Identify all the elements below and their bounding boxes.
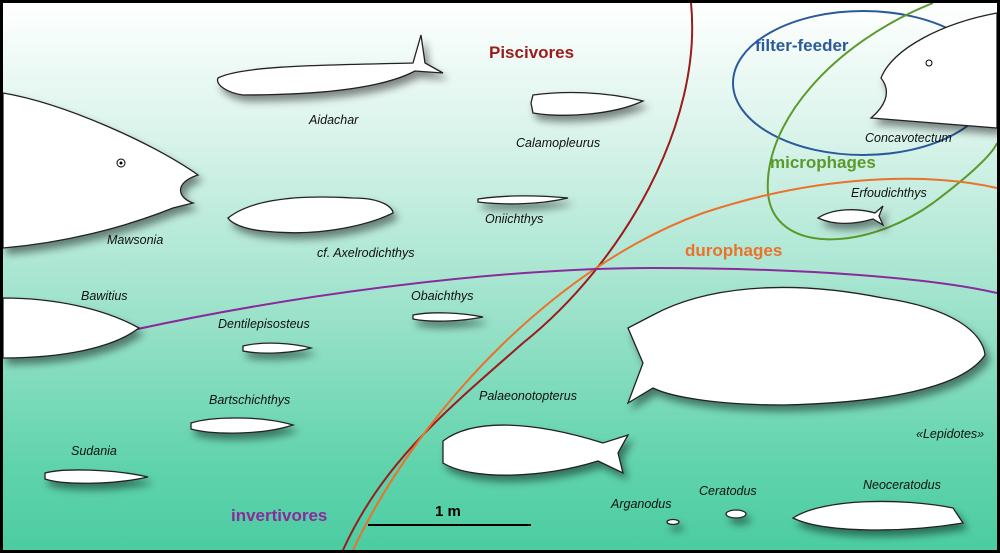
palaeonotopterus-fish xyxy=(442,424,630,476)
taxon-label: Concavotectum xyxy=(865,131,952,145)
group-label-filter-feeder: filter-feeder xyxy=(755,36,849,55)
durophages-boundary xyxy=(352,177,997,550)
obaichthys-fish xyxy=(412,312,484,322)
aidachar-fish xyxy=(216,34,444,96)
taxon-label: Aidachar xyxy=(309,113,359,127)
piscivores-boundary xyxy=(342,3,694,550)
mawsonia-fish xyxy=(3,92,200,249)
ceratodus-fish xyxy=(725,509,747,519)
taxon-label: «Lepidotes» xyxy=(916,427,985,441)
group-label-microphages: microphages xyxy=(770,153,876,172)
group-label-durophages: durophages xyxy=(685,241,783,260)
concavotectum-fish xyxy=(869,12,997,129)
erfoudichthys-fish xyxy=(816,205,885,227)
microphages-boundary xyxy=(766,3,997,241)
diagram-drawing xyxy=(3,3,997,550)
arganodus-fish xyxy=(666,518,680,526)
calamopleurus-fish xyxy=(530,91,645,116)
taxon-label: Mawsonia xyxy=(107,233,164,247)
group-label-piscivores: Piscivores xyxy=(489,43,575,62)
dentilepisosteus-fish xyxy=(242,342,314,354)
taxon-label: Sudania xyxy=(71,444,117,458)
invertivores-boundary xyxy=(132,266,997,331)
taxon-label: Oniichthys xyxy=(485,212,544,226)
taxon-label: Bartschichthys xyxy=(209,393,291,407)
neoceratodus-fish xyxy=(791,500,965,531)
taxon-label: Arganodus xyxy=(611,497,672,511)
axelrodichthys-fish xyxy=(227,196,394,234)
taxon-label: cf. Axelrodichthys xyxy=(317,246,415,260)
sudania-fish xyxy=(44,469,149,484)
bartschichthys-fish xyxy=(190,417,296,434)
taxon-label: Bawitius xyxy=(81,289,128,303)
taxon-label: Palaeonotopterus xyxy=(479,389,577,403)
taxon-label: Obaichthys xyxy=(411,289,474,303)
taxon-label: Neoceratodus xyxy=(863,478,941,492)
oniichthys-fish xyxy=(477,195,569,205)
taxon-label: Calamopleurus xyxy=(516,136,601,150)
group-label-invertivores: invertivores xyxy=(231,506,328,525)
taxon-label: Dentilepisosteus xyxy=(218,317,310,331)
taxon-label: Erfoudichthys xyxy=(851,186,927,200)
taxon-label: Ceratodus xyxy=(699,484,757,498)
lepidotes-fish xyxy=(626,286,986,406)
bawitius-fish xyxy=(3,297,141,359)
scale-bar-label: 1 m xyxy=(435,503,461,520)
